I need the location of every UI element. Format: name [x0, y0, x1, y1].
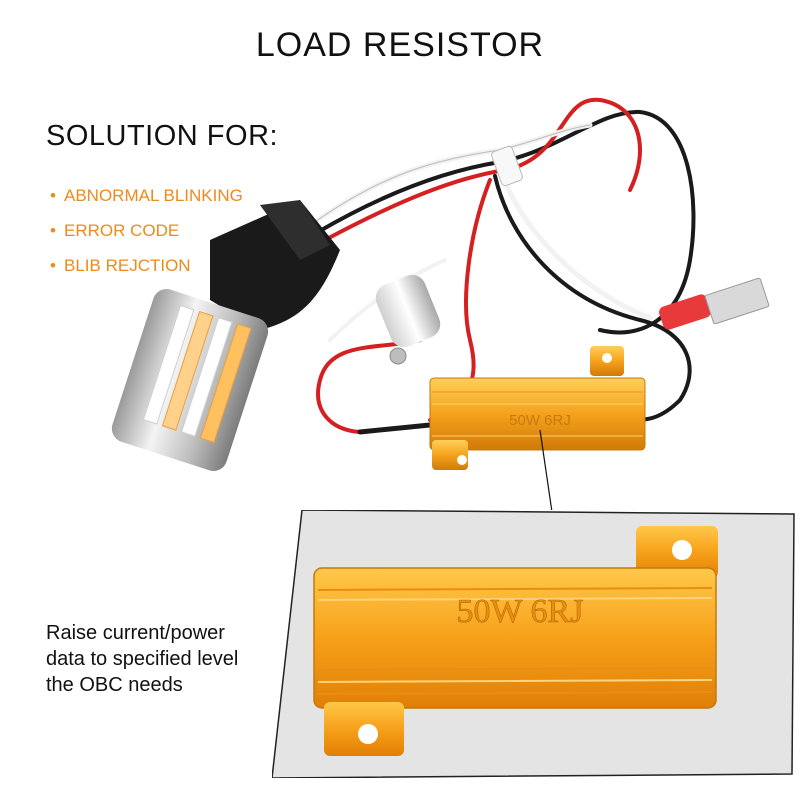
caption-text: Raise current/power data to specified le… — [46, 622, 239, 696]
bayonet-socket-icon — [375, 274, 441, 365]
callout-line — [539, 429, 553, 510]
list-item: • ABNORMAL BLINKING — [50, 184, 243, 219]
resistor-closeup-icon: 50W 6RJ — [313, 526, 718, 756]
solution-heading: SOLUTION FOR: — [46, 120, 279, 152]
list-item-label: BLIB REJCTION — [64, 256, 191, 275]
product-illustration: 50W 6RJ — [111, 97, 770, 510]
bullet-dot-icon: • — [50, 186, 56, 205]
resistor-label-large: 50W 6RJ — [457, 593, 584, 630]
zoom-panel: 50W 6RJ — [272, 510, 795, 778]
page-title: LOAD RESISTOR — [255, 26, 545, 64]
bullet-dot-icon: • — [50, 256, 56, 275]
resistor-label-small: 50W 6RJ — [509, 412, 571, 429]
list-item-label: ERROR CODE — [64, 221, 180, 240]
solution-list: • ABNORMAL BLINKING • ERROR CODE • BLIB REJ… — [50, 184, 243, 289]
led-bulb-icon — [111, 200, 340, 471]
bullet-dot-icon: • — [50, 221, 56, 240]
resistor-icon: 50W 6RJ — [429, 346, 646, 470]
list-item: • ERROR CODE — [50, 219, 243, 254]
list-item-label: ABNORMAL BLINKING — [64, 186, 243, 205]
zip-tie-icon — [491, 145, 523, 187]
wire-harness-icon — [309, 97, 696, 435]
spade-connector-icon — [659, 277, 770, 330]
list-item: • BLIB REJCTION — [50, 254, 243, 289]
